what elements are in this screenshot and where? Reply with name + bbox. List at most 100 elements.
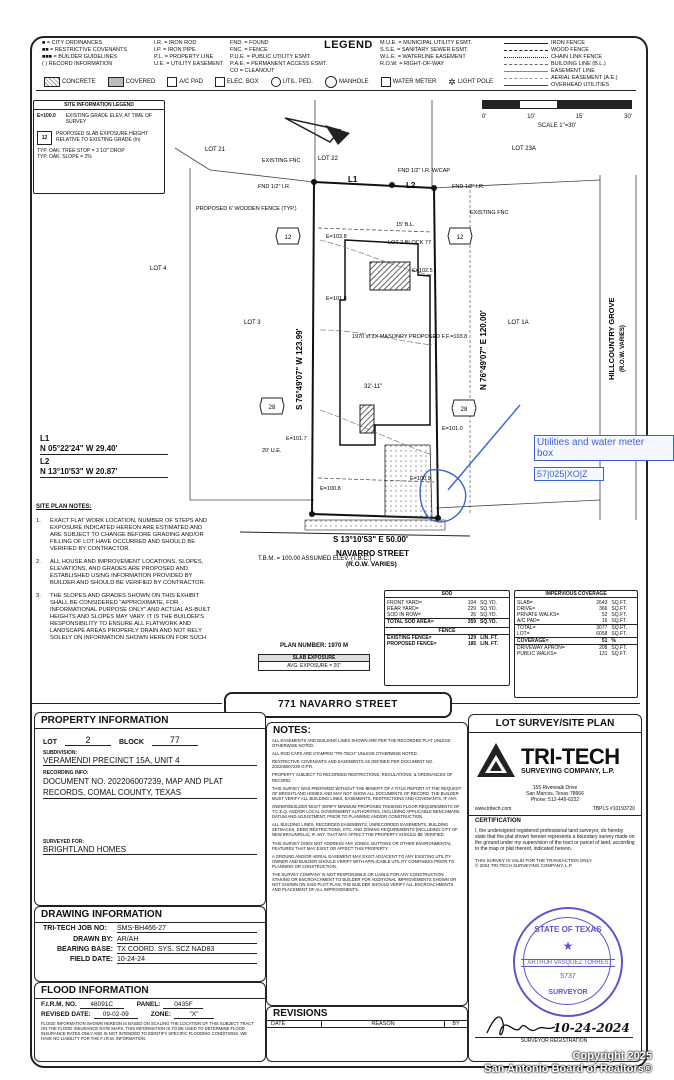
- site-info-legend: SITE INFORMATION LEGEND E=100.0 EXISTING…: [33, 100, 165, 194]
- revised-date: 09-02-09: [93, 1011, 138, 1019]
- aerial-easement-line-icon: [504, 78, 548, 79]
- iron-rod-marker-icon: [435, 515, 441, 521]
- note-item: A GROUND AND/OR AERIAL EASEMENT MAY EXIS…: [272, 853, 455, 869]
- legend-line-item: AERIAL EASEMENT (A.E.): [504, 75, 618, 82]
- contour-line: [319, 329, 433, 346]
- street-name: NAVARRO STREET: [336, 549, 409, 558]
- legend-item: ■■■ = BUILDER GUIDELINES: [42, 54, 117, 60]
- street-row: (R.O.W. VARIES): [346, 561, 397, 568]
- grade-text: EXISTING GRADE ELEV. AT TIME OF SURVEY: [65, 113, 152, 125]
- iron-rod-marker-icon: [309, 511, 315, 517]
- company-firm-number: TBPLS #10193720: [592, 806, 635, 812]
- covered-swatch-icon: [107, 77, 124, 87]
- covered-porch: [359, 404, 375, 434]
- elec-box-icon: [214, 77, 225, 87]
- ac-pad-icon: [167, 77, 178, 87]
- legend-item: S.S.E. = SANITARY SEWER ESMT.: [380, 47, 469, 53]
- exposure-tag: 28: [259, 397, 285, 415]
- note-item: THIS SURVEY WAS PREPARED WITHOUT THE BEN…: [272, 785, 462, 801]
- plan-number: PLAN NUMBER: 1970 M: [279, 643, 348, 649]
- house-footprint: [339, 239, 431, 446]
- wood-fence-line-icon: [504, 50, 548, 51]
- legend-col-4: M.U.E. = MUNICIPAL UTILITY ESMT. S.S.E. …: [380, 40, 472, 68]
- building-line: [317, 227, 433, 233]
- flood-zone: "X": [173, 1011, 214, 1019]
- copyright-watermark: Copyright 2025 San Antonio Board of Real…: [484, 1050, 652, 1075]
- lot-label: LOT 3: [244, 320, 261, 326]
- legend-item: U.E. = UTILITY EASEMENT: [154, 61, 224, 67]
- l2-bearing: N 13°10'53" W 20.87': [40, 467, 168, 478]
- note-item: ALL ROD CAPS ARE STAMPED "TRI-TECH" UNLE…: [272, 751, 418, 757]
- svg-text:28: 28: [269, 405, 276, 411]
- lot-label: LOT 23A: [512, 146, 536, 152]
- legend-item: P.A.E. = PERMANENT ACCESS ESMT.: [230, 61, 328, 67]
- seal-star-icon: ★: [562, 939, 574, 953]
- sod-title: SOD: [385, 591, 509, 598]
- property-info-title: PROPERTY INFORMATION: [35, 713, 265, 729]
- adjacent-lot-line: [435, 499, 601, 509]
- company-web: www.tritech.com: [475, 806, 512, 812]
- site-notes-title: SITE PLAN NOTES:: [36, 504, 92, 510]
- legend-col-2: I.R. = IRON ROD I.P. = IRON PIPE P.L. = …: [154, 40, 223, 68]
- surveyor-registration: SURVEYOR REGISTRATION: [475, 1037, 633, 1044]
- plan-number-block: PLAN NUMBER: 1970 M SLAB EXPOSURE AVG. E…: [258, 643, 370, 671]
- subdivision-value: VERAMENDI PRECINCT 15A, UNIT 4: [43, 756, 257, 766]
- notes-title: NOTES:: [273, 725, 311, 736]
- legend-line-item: IRON FENCE: [504, 40, 618, 47]
- lot-block-label: LOT 2 BLOCK 77: [388, 240, 431, 246]
- impervious-row: COVERAGE=51%: [515, 637, 637, 645]
- legend-col-3: FND. = FOUND FNC. = FENCE P.U.E. = PUBLI…: [230, 40, 327, 75]
- grade-elevation: E=100.9: [410, 476, 431, 482]
- legend-line-item: EASEMENT LINE: [504, 68, 618, 75]
- revisions-title: REVISIONS: [267, 1007, 467, 1021]
- svg-text:12: 12: [285, 235, 292, 241]
- exposure-tag: 28: [451, 399, 477, 417]
- chain-link-line-icon: [504, 57, 548, 58]
- utility-easement-label: 20' U.E.: [262, 448, 282, 454]
- legend-panel: LEGEND ■ = CITY ORDINANCES ■■ = RESTRICT…: [36, 40, 636, 98]
- site-note: 3.THE SLOPES AND GRADES SHOWN ON THIS EX…: [36, 592, 211, 641]
- legend-line-item: WOOD FENCE: [504, 47, 618, 54]
- light-pole-icon: ✲: [448, 76, 456, 87]
- annotation-circle: [419, 468, 467, 523]
- existing-fence-label: EXISTING FNC: [262, 158, 301, 164]
- legend-item: ■ = CITY ORDINANCES: [42, 40, 103, 46]
- legend-item: FND. = FOUND: [230, 40, 269, 46]
- annotation-line: box: [537, 448, 554, 459]
- line-table: L1 N 05°22'24" W 29.40' L2 N 13°10'53" W…: [40, 434, 168, 478]
- flood-disclaimer: FLOOD INFORMATION SHOWN HEREON IS BASED …: [41, 1021, 254, 1041]
- survey-plan-title: LOT SURVEY/SITE PLAN: [469, 715, 641, 733]
- panel-number: 0435F: [163, 1001, 204, 1009]
- drawn-by: AR/AH: [117, 936, 257, 944]
- lot-label: LOT 4: [150, 266, 167, 272]
- grade-elevation: E=101.7: [286, 436, 307, 442]
- recording-value: DOCUMENT NO. 202206007239, MAP AND PLAT …: [43, 776, 257, 799]
- seal-number: 5737: [560, 973, 576, 980]
- easement-line-icon: [504, 71, 548, 72]
- flood-info-box: FLOOD INFORMATION F.I.R.M. NO.48091C PAN…: [34, 982, 266, 1062]
- drawing-info-box: DRAWING INFORMATION TRI-TECH JOB NO:SMS-…: [34, 906, 266, 982]
- address-rule: [450, 703, 640, 704]
- company-phone: Phone: 512-449-6222: [530, 797, 580, 803]
- adjacent-lot-line: [209, 169, 315, 183]
- exposure-tag: 12: [275, 227, 301, 245]
- sidewalk: [304, 519, 446, 531]
- grade-elevation: E=100.8: [320, 486, 341, 492]
- annotation-line: Utilities and water meter: [537, 437, 645, 448]
- fnd-iron-rod-label: FND 1/2" I.R.: [258, 184, 291, 190]
- company-city: San Marcos, Texas 78666: [526, 791, 584, 797]
- legend-line-item: CHAIN LINK FENCE: [504, 54, 618, 61]
- note-item: ALL EASEMENTS AND BUILDING LINES SHOWN A…: [272, 738, 451, 749]
- svg-text:12: 12: [457, 235, 464, 241]
